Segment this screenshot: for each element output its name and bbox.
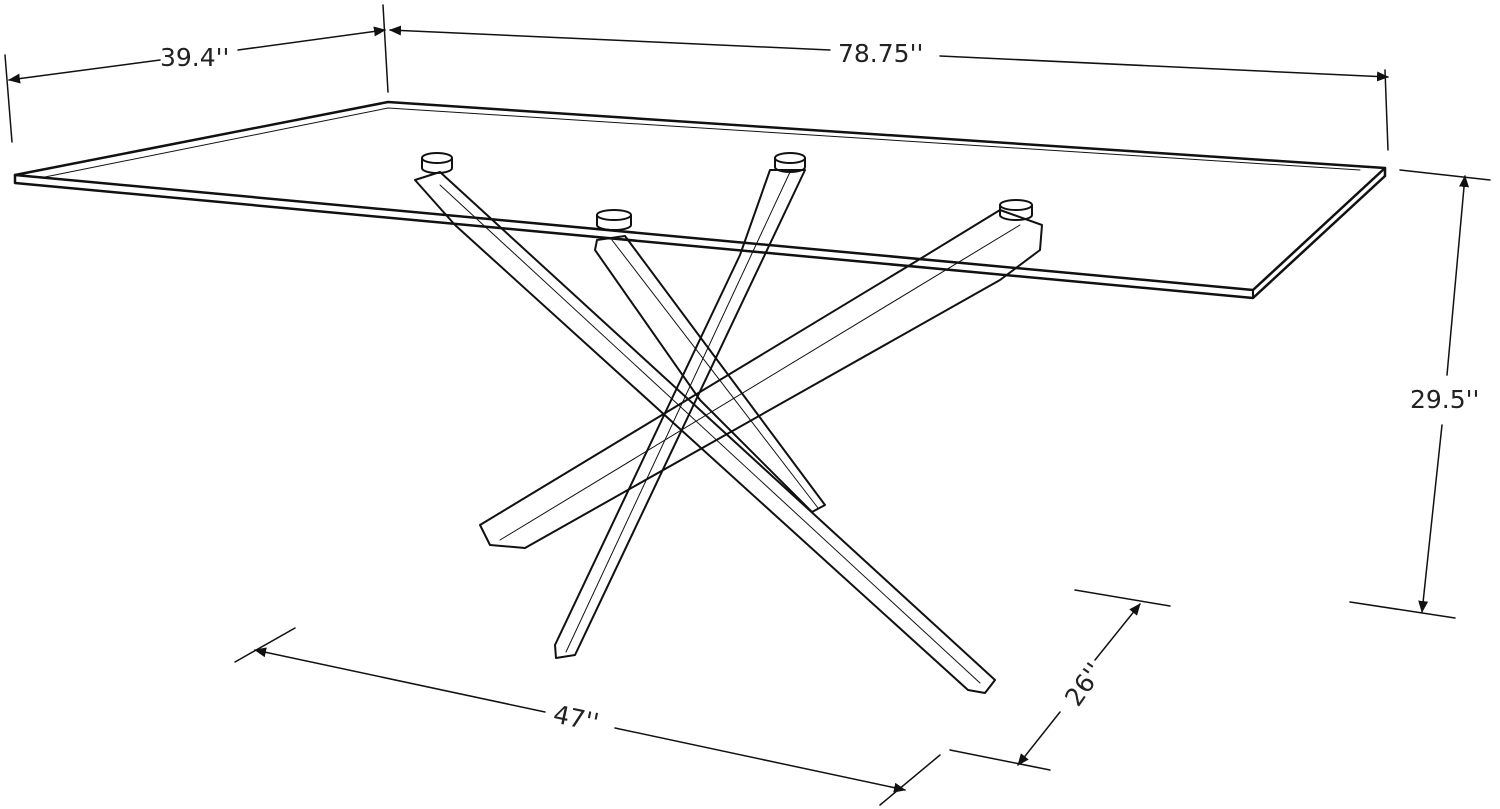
leg-back-left <box>479 209 1043 549</box>
length-label: 78.75'' <box>838 39 923 68</box>
leg-center <box>594 235 826 513</box>
leg-pads <box>421 152 1033 231</box>
leg-front-right <box>414 171 996 694</box>
depth-label: 39.4'' <box>160 43 229 72</box>
glass-tabletop <box>13 100 1387 300</box>
leg-front-left <box>554 169 806 659</box>
table-legs <box>414 152 1043 694</box>
dimension-lines <box>4 4 1491 806</box>
height-label: 29.5'' <box>1410 385 1479 414</box>
base-depth-label: 26'' <box>1059 657 1109 711</box>
base-length-label: 47'' <box>551 700 602 738</box>
